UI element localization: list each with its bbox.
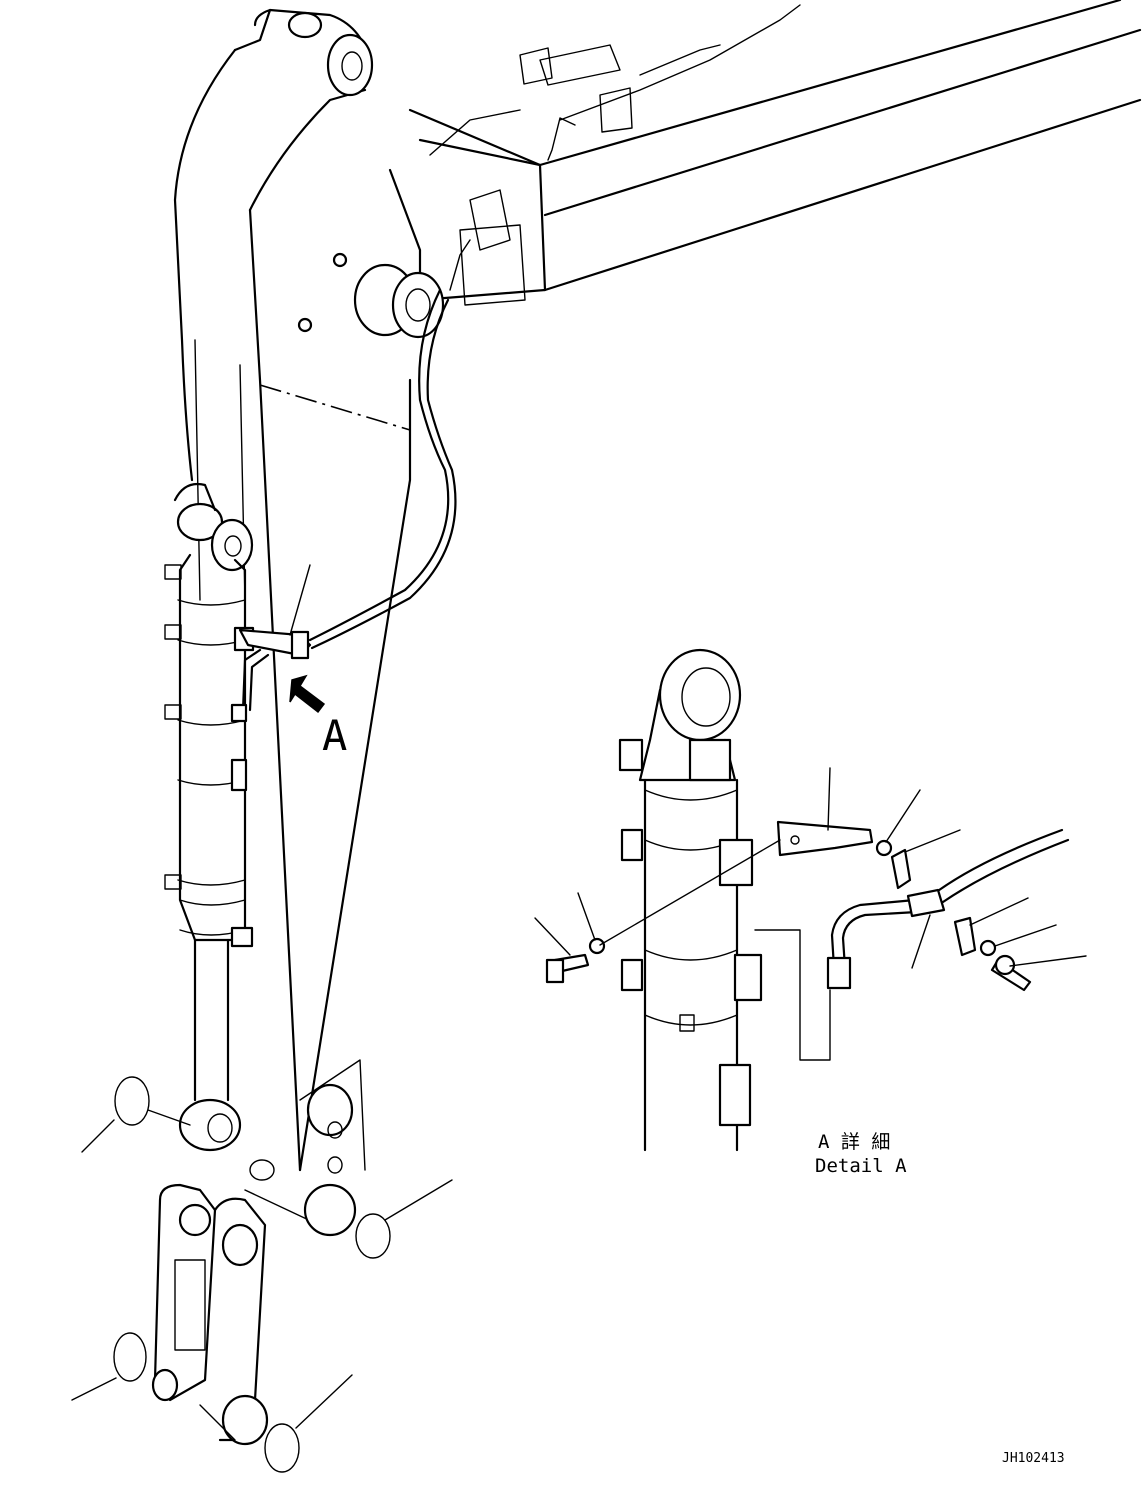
bucket-link [151, 1183, 269, 1446]
boom-arm-pin [353, 263, 445, 339]
drawing-number: JH102413 [1002, 1451, 1065, 1466]
grease-callouts [71, 1076, 453, 1473]
detail-title-jp: A 詳 細 [818, 1131, 890, 1153]
view-a-arrow: A [289, 674, 347, 760]
boom-outline [408, 0, 1142, 306]
clamp-half-upper [890, 848, 912, 890]
washer-left [588, 937, 606, 955]
lock-washer [875, 839, 893, 857]
detail-a-hose [754, 828, 1070, 1061]
view-a-label: A [322, 711, 347, 760]
clamp-half-lower [953, 916, 977, 957]
clamp-plate [776, 820, 874, 857]
arm-outline [173, 8, 422, 1231]
arm-top-pin [287, 11, 374, 333]
washer-right [979, 939, 997, 957]
bucket-cylinder [164, 482, 255, 1152]
detail-a-leaders [534, 767, 1087, 969]
detail-a-cylinder [618, 648, 763, 1152]
detail-title-en: Detail A [815, 1155, 907, 1177]
detail-a-parts [545, 820, 1032, 992]
hose-clamp-small [238, 564, 312, 660]
arm-tip-pins [249, 1083, 357, 1237]
